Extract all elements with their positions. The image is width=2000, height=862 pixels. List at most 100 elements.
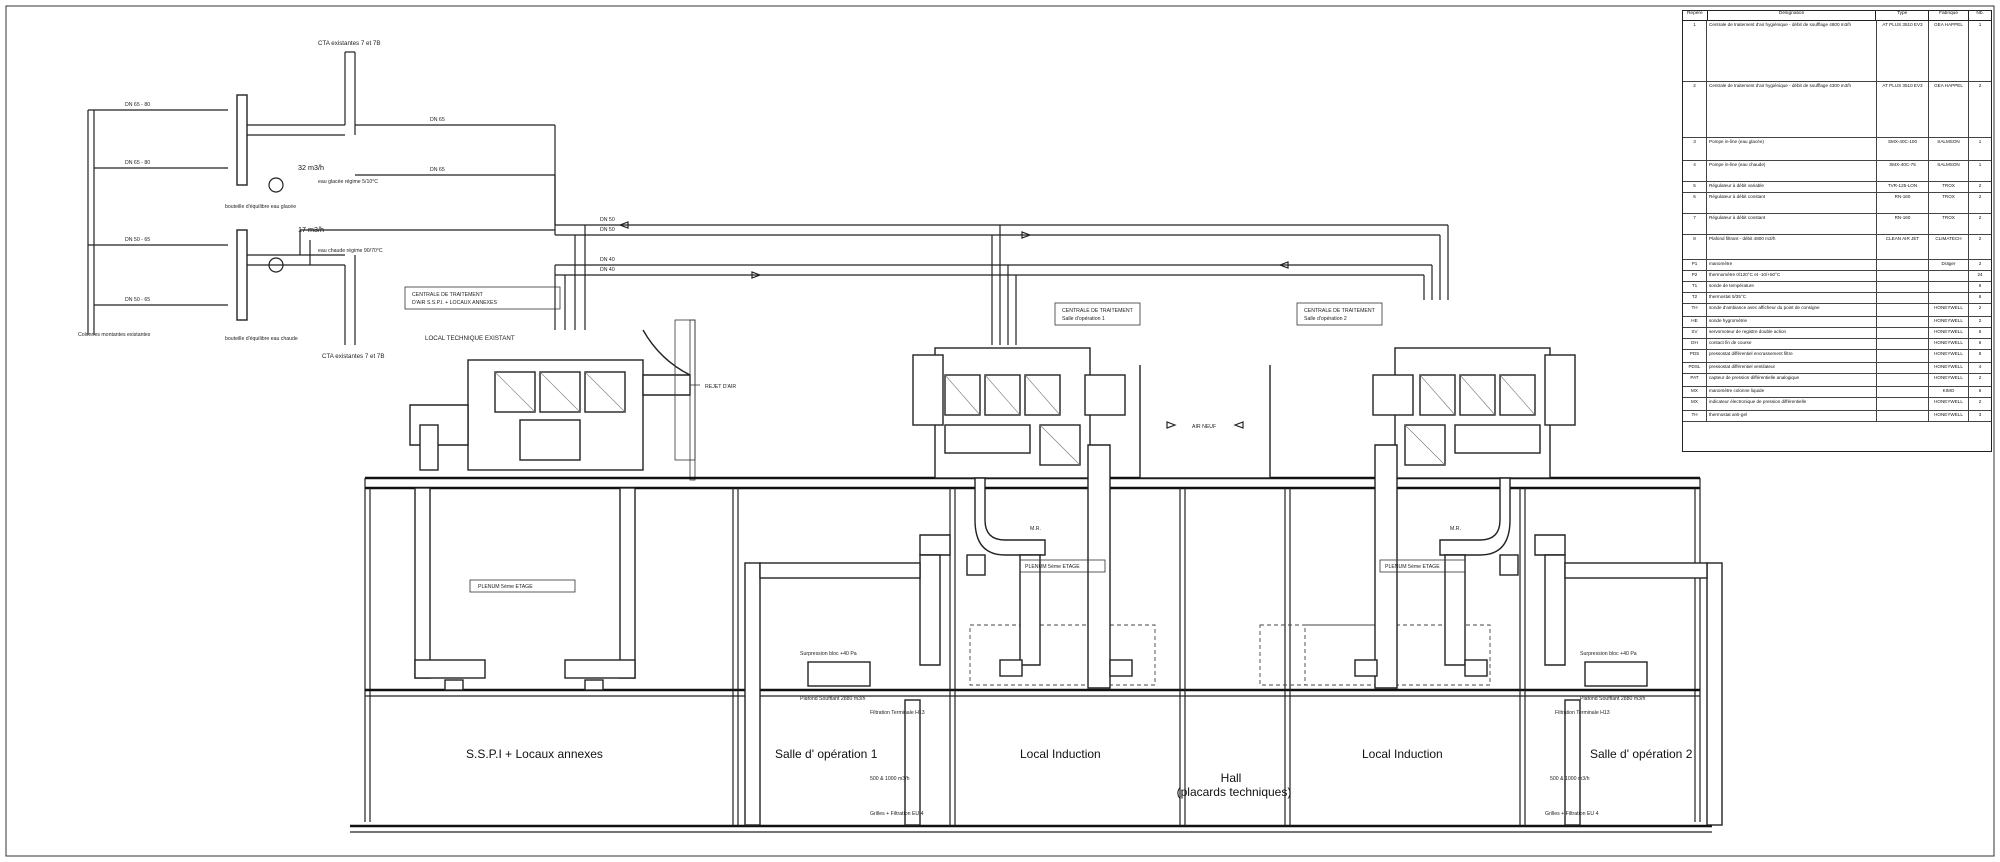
- ahu-operating-room-2: CENTRALE DE TRAITEMENT Salle d'opération…: [1296, 302, 1723, 826]
- legend-header-fab: Fabrique: [1929, 11, 1970, 20]
- legend-cell-type: [1877, 374, 1929, 386]
- flow-hot-label: 17 m3/h: [298, 225, 324, 234]
- legend-cell-rep: PDSL: [1683, 363, 1707, 373]
- legend-cell-fab: HONEYWELL: [1929, 317, 1969, 327]
- legend-cell-rep: P2: [1683, 271, 1707, 281]
- legend-cell-rep: MX: [1683, 387, 1707, 397]
- svg-text:PLENUM 5ème ETAGE: PLENUM 5ème ETAGE: [478, 584, 533, 590]
- legend-cell-des: manomètre colonne liquide: [1707, 387, 1877, 397]
- legend-cell-type: TVR-125-LON: [1877, 182, 1929, 192]
- legend-cell-type: [1877, 363, 1929, 373]
- room-op1: Salle d' opération 1: [775, 747, 878, 761]
- legend-cell-des: sonde d'ambiance avec afficheur du point…: [1707, 304, 1877, 316]
- legend-cell-fab: KIMO: [1929, 387, 1969, 397]
- legend-cell-fab: [1929, 282, 1969, 292]
- legend-cell-des: Régulateur à débit variable: [1707, 182, 1877, 192]
- svg-text:REJET D'AIR: REJET D'AIR: [705, 384, 736, 390]
- svg-text:DN 65: DN 65: [430, 167, 445, 173]
- legend-cell-type: RN-160: [1877, 193, 1929, 213]
- fresh-air-intake: AIR NEUF: [1139, 365, 1271, 479]
- legend-cell-rep: 7: [1683, 214, 1707, 234]
- legend-cell-des: thermostat anti-gel: [1707, 411, 1877, 421]
- legend-cell-nb: 2: [1978, 261, 1982, 266]
- legend-cell-rep: TH: [1683, 411, 1707, 421]
- svg-text:DN 40: DN 40: [600, 257, 615, 263]
- legend-cell-fab: TROX: [1929, 214, 1969, 234]
- bouteille-cold: [236, 94, 248, 186]
- legend-cell-nb: 6: [1978, 388, 1982, 393]
- svg-text:DN 65: DN 65: [430, 117, 445, 123]
- legend-cell-nb: 1: [1978, 162, 1982, 167]
- drawing-frame: [5, 5, 1995, 857]
- legend-cell-type: [1877, 387, 1929, 397]
- room-labels: S.S.P.I + Locaux annexes Salle d' opérat…: [466, 747, 1693, 799]
- svg-text:PLENUM 5ème ETAGE: PLENUM 5ème ETAGE: [1025, 564, 1080, 570]
- legend-cell-des: Centrale de traitement d'air hygiénique …: [1707, 21, 1877, 81]
- legend-cell-rep: PDS: [1683, 350, 1707, 362]
- legend-cell-nb: 2: [1978, 215, 1982, 220]
- legend-row: 2 Centrale de traitement d'air hygiénique…: [1683, 82, 1991, 138]
- legend-cell-type: [1877, 293, 1929, 303]
- legend-cell-nb: 2: [1978, 236, 1982, 241]
- sspi-plenum: PLENUM 5ème ETAGE: [414, 487, 636, 691]
- legend-cell-fab: SALMSON: [1929, 138, 1969, 160]
- svg-text:DN 65 - 80: DN 65 - 80: [125, 102, 150, 108]
- existing-plant-room: CENTRALE DE TRAITEMENT D'AIR S.S.P.I. + …: [404, 286, 736, 481]
- room-op2: Salle d' opération 2: [1590, 747, 1693, 761]
- legend-cell-type: [1877, 411, 1929, 421]
- legend-cell-fab: [1929, 271, 1969, 281]
- bouteille-hot: [236, 229, 248, 321]
- legend-cell-rep: 8: [1683, 235, 1707, 259]
- svg-text:D'AIR S.S.P.I. + LOCAUX ANNEXE: D'AIR S.S.P.I. + LOCAUX ANNEXES: [412, 300, 497, 306]
- legend-cell-rep: TH: [1683, 304, 1707, 316]
- legend-cell-des: pressostat différentiel ventilateur: [1707, 363, 1877, 373]
- legend-cell-nb: 2: [1978, 399, 1982, 404]
- legend-cell-nb: 6: [1978, 329, 1982, 334]
- svg-text:500 & 1000 m3/h: 500 & 1000 m3/h: [870, 776, 910, 782]
- legend-cell-fab: HONEYWELL: [1929, 363, 1969, 373]
- svg-text:DN 65 - 80: DN 65 - 80: [125, 160, 150, 166]
- legend-cell-nb: 24: [1977, 272, 1983, 277]
- svg-text:Grilles + Filtration EU 4: Grilles + Filtration EU 4: [1545, 811, 1599, 817]
- legend-cell-fab: CLIMATECH: [1929, 235, 1969, 259]
- legend-cell-des: Centrale de traitement d'air hygiénique …: [1707, 82, 1877, 137]
- legend-cell-des: Plafond filtrant - débit 4800 m3/h: [1707, 235, 1877, 259]
- legend-cell-des: capteur de pression différentielle analo…: [1707, 374, 1877, 386]
- legend-cell-des: Pompe in-line (eau chaude): [1707, 161, 1877, 181]
- legend-cell-des: Pompe in-line (eau glacée): [1707, 138, 1877, 160]
- collecteurs-label: Colonnes montantes existantes: [78, 332, 151, 338]
- legend-cell-nb: 3: [1978, 412, 1982, 417]
- legend-cell-type: AT PLUS 3510 EV3: [1877, 21, 1929, 81]
- svg-text:Plafond Soufflant 2880 m3/h: Plafond Soufflant 2880 m3/h: [800, 696, 865, 702]
- legend-cell-nb: 6: [1978, 283, 1982, 288]
- ahu-operating-room-1: CENTRALE DE TRAITEMENT Salle d'opération…: [744, 302, 1141, 826]
- legend-cell-des: sonde de température: [1707, 282, 1877, 292]
- legend-cell-des: sonde hygrométrie: [1707, 317, 1877, 327]
- legend-cell-nb: 1: [1978, 22, 1982, 27]
- legend-header: Repère Désignation Type Fabrique Nb.: [1683, 11, 1991, 21]
- legend-cell-nb: 2: [1978, 83, 1982, 88]
- legend-cell-nb: 4: [1978, 364, 1982, 369]
- cold-note: eau glacée régime 5/10°C: [318, 179, 378, 185]
- legend-cell-type: [1877, 271, 1929, 281]
- legend-cell-rep: 5: [1683, 182, 1707, 192]
- room-hall: Hall: [1221, 771, 1242, 785]
- svg-text:DN 50 - 65: DN 50 - 65: [125, 297, 150, 303]
- legend-row: 1 Centrale de traitement d'air hygiénique…: [1683, 21, 1991, 82]
- legend-cell-fab: HONEYWELL: [1929, 350, 1969, 362]
- legend-cell-rep: MX: [1683, 398, 1707, 410]
- legend-cell-fab: GEA HAPPEL: [1929, 82, 1969, 137]
- legend-cell-type: AT PLUS 3510 EV3: [1877, 82, 1929, 137]
- legend-cell-des: indicateur électronique de pression diff…: [1707, 398, 1877, 410]
- legend-header-nb: Nb.: [1976, 11, 1984, 16]
- svg-text:500 & 1000 m3/h: 500 & 1000 m3/h: [1550, 776, 1590, 782]
